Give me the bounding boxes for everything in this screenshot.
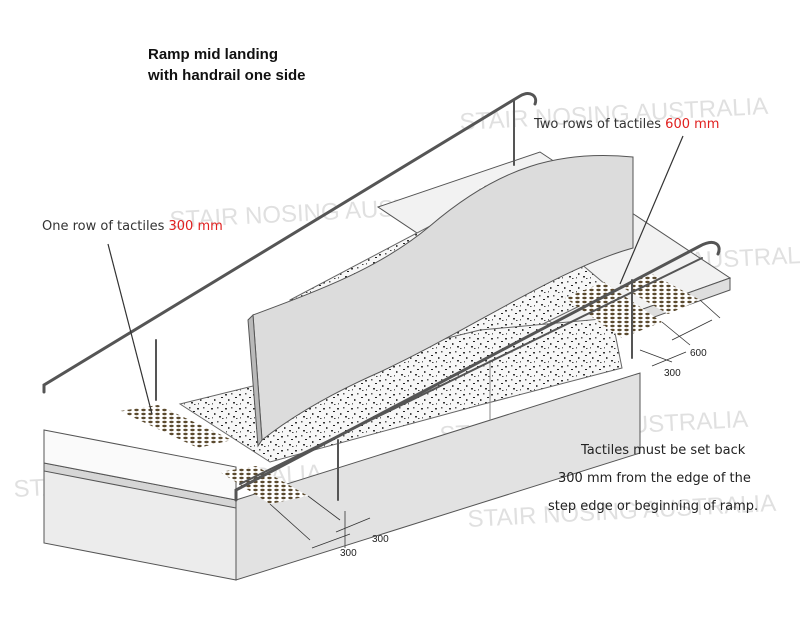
handrail-left [42,92,538,394]
title-line-1: Ramp mid landing [148,46,279,63]
diagram-title: Ramp mid landing with handrail one side [148,44,306,86]
callout-two-rows-text: Two rows of tactiles [534,117,662,132]
wall-panel [247,154,634,448]
leader-lines [107,135,684,415]
dimension-lines [269,299,721,549]
dimension-600: 600 [690,348,707,359]
leader-one-row [107,243,153,415]
handrails [42,92,721,502]
setback-note: Tactiles must be set back 300 mm from th… [548,437,758,521]
dimension-300-lower-a: 300 [372,534,389,545]
leader-two-rows [619,135,684,285]
callout-one-row-value: 300 mm [168,219,223,234]
tactile-strip-upper-row1 [565,282,662,338]
tactile-strip-upper-row2 [620,274,700,314]
note-line-3: step edge or beginning of ramp. [548,499,759,514]
note-line-2: 300 mm from the edge of the [558,471,751,486]
tactile-strip-lower-1 [120,405,232,448]
callout-two-rows: Two rows of tactiles 600 mm [534,117,719,132]
title-line-2: with handrail one side [148,67,306,84]
callout-one-row-text: One row of tactiles [42,219,165,234]
dimension-300-upper: 300 [664,368,681,379]
note-line-1: Tactiles must be set back [581,443,746,458]
callout-two-rows-value: 600 mm [665,117,720,132]
callout-one-row: One row of tactiles 300 mm [42,219,223,234]
lower-landing [43,372,641,581]
tactile-strip-lower-2 [220,466,308,504]
handrail-right [234,241,721,502]
dimension-300-lower-b: 300 [340,548,357,559]
